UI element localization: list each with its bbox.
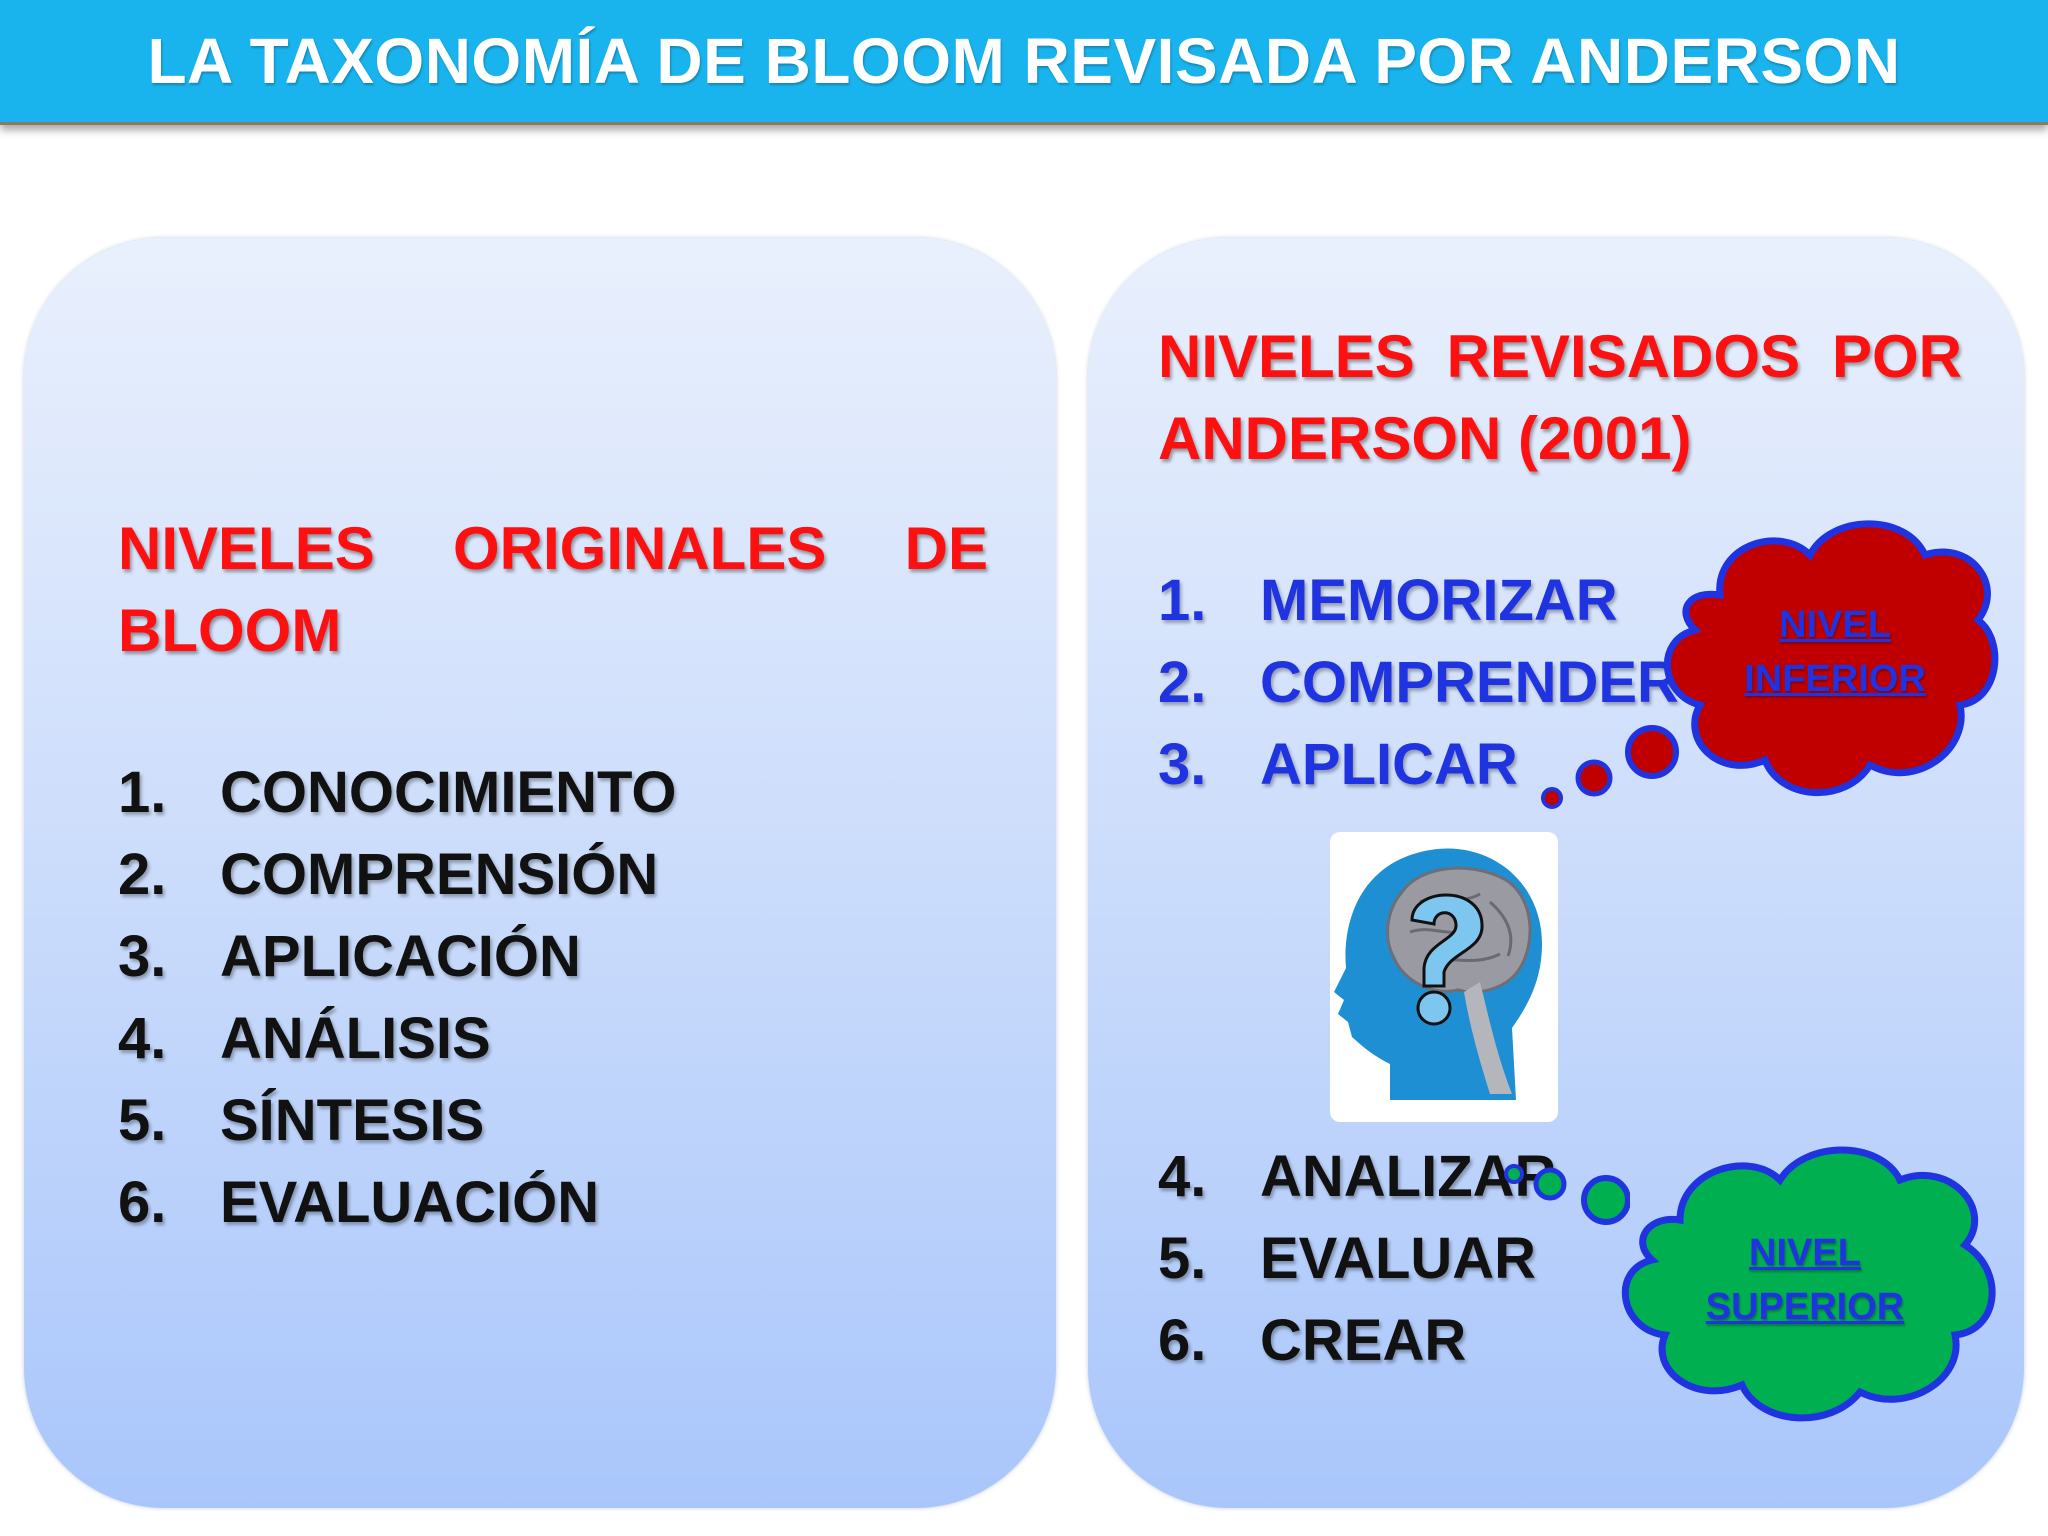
item-number: 4. — [1158, 1144, 1207, 1209]
item-number: 3. — [1158, 732, 1207, 797]
item-label: CONOCIMIENTO — [220, 760, 677, 825]
item-label: SÍNTESIS — [220, 1088, 485, 1153]
list-item: 2. COMPRENSIÓN — [118, 834, 677, 916]
higher-level-label-line1: NIVEL — [1749, 1232, 1861, 1274]
list-item: 4.ANALIZAR — [1158, 1136, 1556, 1218]
item-label: COMPRENDER — [1260, 650, 1679, 715]
original-levels-heading: NIVELES ORIGINALES DE BLOOM — [118, 515, 988, 664]
item-number: 4. — [118, 1006, 167, 1071]
list-item: 5. EVALUAR — [1158, 1218, 1556, 1300]
item-number: 2. — [1158, 650, 1207, 715]
item-label: CREAR — [1260, 1308, 1467, 1373]
item-label: COMPRENSIÓN — [220, 842, 659, 907]
item-label: EVALUAR — [1260, 1226, 1537, 1291]
list-item: 5. SÍNTESIS — [118, 1080, 677, 1162]
lower-level-cloud — [1664, 520, 1999, 797]
list-item: 6. EVALUACIÓN — [118, 1162, 677, 1244]
higher-levels-list: 4.ANALIZAR 5. EVALUAR 6. CREAR — [1158, 1136, 1556, 1382]
lower-levels-list: 1. MEMORIZAR 2. COMPRENDER 3. APLICAR — [1158, 560, 1679, 806]
item-label: EVALUACIÓN — [220, 1170, 600, 1235]
item-label: ANÁLISIS — [220, 1006, 491, 1071]
slide-title: LA TAXONOMÍA DE BLOOM REVISADA POR ANDER… — [147, 25, 1901, 97]
higher-level-label: NIVEL SUPERIOR — [1670, 1226, 1940, 1334]
item-number: 6. — [1158, 1308, 1207, 1373]
title-bar: LA TAXONOMÍA DE BLOOM REVISADA POR ANDER… — [0, 0, 2048, 125]
higher-level-cloud — [1621, 1146, 1996, 1422]
item-label: APLICACIÓN — [220, 924, 581, 989]
lower-level-label-line2: INFERIOR — [1744, 658, 1926, 700]
list-item: 1. MEMORIZAR — [1158, 560, 1679, 642]
lower-level-label: NIVEL INFERIOR — [1700, 598, 1970, 706]
item-number: 2. — [118, 842, 167, 907]
thought-dots-lower — [1541, 725, 1679, 809]
list-item: 3. APLICACIÓN — [118, 916, 677, 998]
item-number: 1. — [118, 760, 167, 825]
original-levels-list: 1. CONOCIMIENTO 2. COMPRENSIÓN 3. APLICACIÓ… — [118, 752, 677, 1244]
thought-dots-higher — [1504, 1164, 1630, 1225]
item-label: MEMORIZAR — [1260, 568, 1618, 633]
original-levels-panel — [24, 238, 1056, 1508]
head-brain-question-icon — [1330, 832, 1558, 1122]
list-item: 3. APLICAR — [1158, 724, 1679, 806]
item-number: 1. — [1158, 568, 1207, 633]
list-item: 6. CREAR — [1158, 1300, 1556, 1382]
list-item: 1. CONOCIMIENTO — [118, 752, 677, 834]
revised-levels-heading: NIVELES REVISADOS POR ANDERSON (2001) — [1158, 323, 1962, 472]
lower-level-label-line1: NIVEL — [1779, 604, 1891, 646]
item-number: 3. — [118, 924, 167, 989]
item-number: 5. — [1158, 1226, 1207, 1291]
list-item: 2. COMPRENDER — [1158, 642, 1679, 724]
item-number: 5. — [118, 1088, 167, 1153]
list-item: 4. ANÁLISIS — [118, 998, 677, 1080]
higher-level-label-line2: SUPERIOR — [1705, 1286, 1905, 1328]
item-label: APLICAR — [1260, 732, 1518, 797]
item-number: 6. — [118, 1170, 167, 1235]
